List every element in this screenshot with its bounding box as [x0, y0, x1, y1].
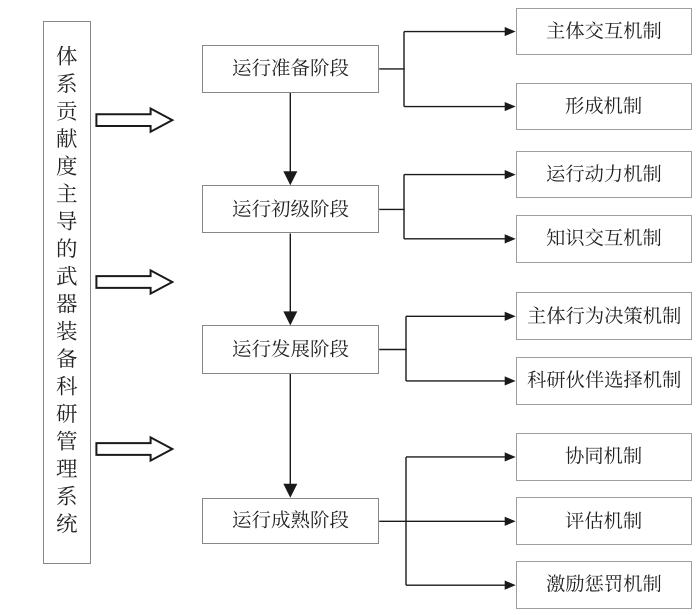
- mechanism-box-label: [527, 305, 681, 324]
- mechanism-box-operating-power: [515, 150, 692, 199]
- branch-arrowhead-icon: [504, 376, 516, 386]
- mechanism-box-label: [546, 228, 662, 247]
- mechanism-box-incentive-punishment: [515, 561, 692, 609]
- branch-arrowhead-icon: [504, 580, 516, 590]
- stage-box-label: [232, 338, 349, 358]
- branch-arrowhead-icon: [504, 170, 516, 180]
- hollow-arrow-icon: [95, 268, 175, 296]
- mechanism-box-label: [565, 510, 642, 529]
- branch-arrowhead-icon: [504, 452, 516, 462]
- mechanism-box-label: [546, 574, 662, 593]
- branch-arrowhead-icon: [504, 234, 516, 244]
- hollow-arrow-icon: [95, 106, 175, 134]
- mechanism-box-evaluation: [515, 497, 692, 546]
- branch-arrowhead-icon: [504, 516, 516, 526]
- stage-flow-arrowhead-icon: [283, 171, 298, 186]
- stage-flow-arrowhead-icon: [283, 483, 298, 498]
- system-box-label: [56, 45, 78, 534]
- mechanism-box-label: [565, 95, 642, 115]
- mechanism-box-partner-selection: [515, 357, 692, 405]
- hollow-arrow-icon: [95, 435, 175, 463]
- branch-arrowhead-icon: [504, 26, 516, 37]
- stage-box-maturity: [201, 497, 380, 545]
- stage-box-development: [201, 325, 380, 374]
- system-box: [42, 20, 92, 564]
- mechanism-box-collaboration: [515, 432, 692, 481]
- mechanism-box-formation: [515, 82, 692, 131]
- mechanism-box-label: [527, 370, 681, 389]
- mechanism-box-label: [565, 446, 642, 465]
- stage-box-preparation: [201, 45, 380, 93]
- stage-box-label: [232, 58, 349, 78]
- mechanism-box-knowledge-interaction: [515, 214, 692, 263]
- branch-arrowhead-icon: [504, 311, 516, 321]
- mechanism-box-behavior-decision: [515, 292, 692, 341]
- branch-arrowhead-icon: [504, 101, 516, 112]
- mechanism-box-label: [546, 164, 662, 183]
- stage-box-label: [232, 510, 349, 529]
- stage-flow-arrowhead-icon: [283, 311, 298, 326]
- mechanism-box-label: [546, 20, 662, 39]
- stage-box-primary: [201, 185, 380, 234]
- mechanism-box-subject-interaction: [515, 7, 692, 56]
- stage-box-label: [232, 198, 349, 218]
